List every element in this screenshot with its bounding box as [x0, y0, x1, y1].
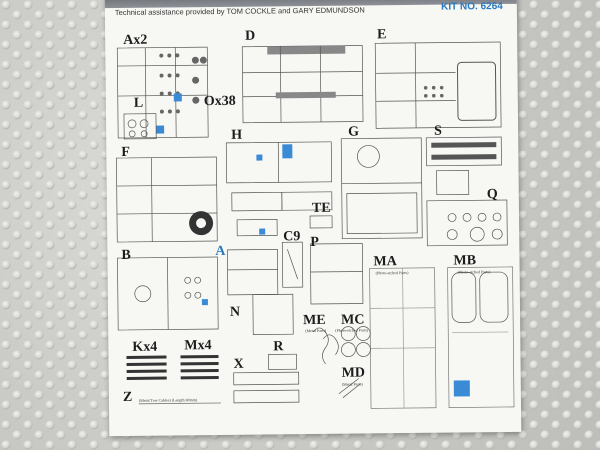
sprue-a	[227, 249, 279, 296]
instruction-sheet: Technical assistance provided by TOM COC…	[104, 0, 522, 437]
parts-kx4-mx4	[126, 354, 219, 380]
label-ma: MA	[373, 254, 397, 270]
parts-me	[312, 327, 339, 365]
label-g: G	[348, 124, 360, 140]
sprue-d	[241, 45, 364, 124]
label-md-sub: (Metal Parts)	[341, 381, 363, 387]
label-p: P	[310, 234, 319, 251]
fret-mc	[340, 326, 371, 357]
label-h: H	[231, 127, 243, 143]
sprue-f	[116, 156, 218, 243]
sprue-b	[117, 256, 219, 331]
sprue-e	[374, 41, 502, 129]
label-x: X	[233, 356, 244, 372]
label-b: B	[121, 247, 131, 264]
label-mc: MC	[341, 312, 365, 328]
label-q: Q	[486, 187, 498, 203]
label-e: E	[377, 27, 387, 43]
label-d: D	[245, 28, 256, 44]
parts-md	[338, 378, 361, 398]
sprue-ax2	[116, 46, 209, 139]
label-a: A	[215, 243, 226, 260]
label-me-sub: (Metal Parts)	[305, 327, 327, 334]
label-mb: MB	[453, 253, 477, 269]
sprue-te	[309, 215, 333, 229]
label-mx4: Mx4	[184, 338, 212, 354]
label-r: R	[273, 339, 284, 355]
fret-mb	[447, 266, 515, 408]
sprue-s	[425, 136, 502, 196]
sprue-g	[340, 137, 423, 240]
label-me: ME	[303, 312, 326, 329]
label-z: Z	[122, 389, 133, 406]
sprue-p	[309, 243, 364, 305]
sprue-h	[225, 141, 333, 237]
label-mb-sub: (Photo-etched Parts)	[457, 269, 491, 275]
sprue-n	[252, 293, 294, 335]
fret-ma	[369, 267, 437, 409]
sprue-x	[233, 371, 300, 404]
sprue-l	[123, 113, 157, 140]
label-f: F	[121, 144, 130, 161]
sprue-diagrams	[116, 41, 515, 409]
sprue-q	[426, 199, 508, 247]
sprue-r	[268, 353, 297, 370]
label-s: S	[434, 123, 443, 139]
label-l: L	[133, 95, 144, 111]
label-mc-sub: (Photo-etched Parts)	[335, 327, 369, 333]
label-c9: C9	[283, 229, 301, 245]
label-md: MD	[341, 365, 366, 381]
label-z-sub: (Metal Tow Cables) (Length:40mm)	[138, 397, 198, 403]
tow-cable	[138, 402, 221, 405]
label-te: TE	[311, 200, 331, 217]
label-ma-sub: (Photo-etched Parts)	[375, 270, 409, 276]
sprue-ax2-wheels	[159, 53, 207, 114]
label-n: N	[229, 304, 241, 320]
sprue-c9	[281, 241, 304, 288]
label-ox38: Ox38	[203, 93, 236, 110]
label-ax2: Ax2	[123, 32, 148, 48]
label-kx4: Kx4	[132, 339, 158, 355]
